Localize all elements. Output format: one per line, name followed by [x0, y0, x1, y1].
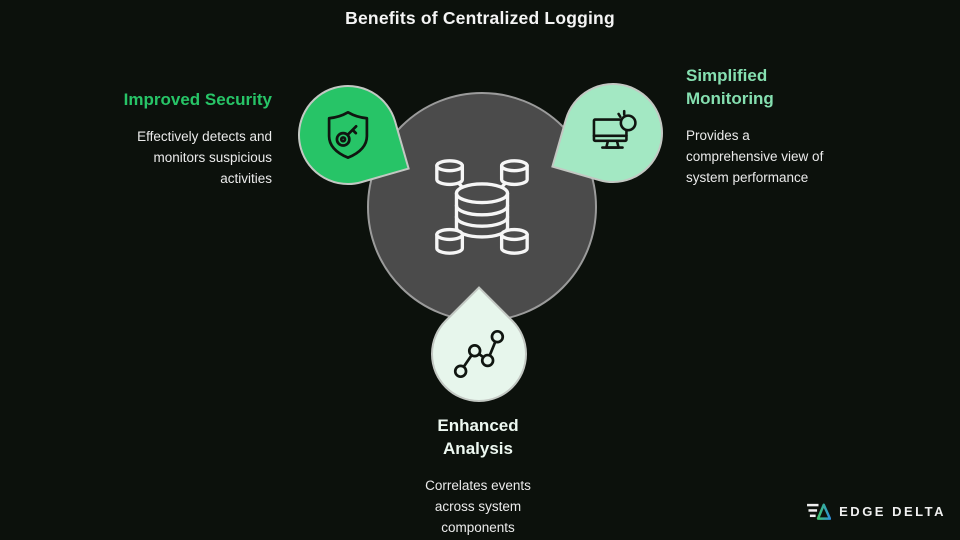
edge-delta-logo: EDGE DELTA: [806, 501, 946, 522]
edge-delta-logo-text: EDGE DELTA: [839, 504, 946, 519]
node-simplified-monitoring: [551, 71, 675, 195]
heading-enhanced-analysis: Enhanced Analysis: [437, 416, 519, 458]
desc-simplified-monitoring: Provides a comprehensive view of system …: [686, 128, 824, 185]
page-title: Benefits of Centralized Logging: [345, 8, 615, 28]
monitor-alert-icon: [585, 105, 641, 161]
edge-delta-logo-icon: [806, 501, 832, 522]
text-block-simplified-monitoring: Simplified Monitoring Provides a compreh…: [686, 64, 900, 188]
trend-scatter-icon: [452, 327, 506, 381]
text-block-improved-security: Improved Security Effectively detects an…: [40, 88, 272, 189]
desc-improved-security: Effectively detects and monitors suspici…: [137, 129, 272, 186]
distributed-database-icon: [423, 153, 541, 261]
heading-improved-security: Improved Security: [123, 90, 272, 109]
text-block-enhanced-analysis: Enhanced Analysis Correlates events acro…: [368, 414, 588, 538]
shield-key-icon: [321, 107, 375, 163]
desc-enhanced-analysis: Correlates events across system componen…: [425, 478, 531, 535]
node-improved-security: [286, 73, 410, 197]
heading-simplified-monitoring: Simplified Monitoring: [686, 66, 774, 108]
central-hub-circle: [367, 92, 597, 322]
node-enhanced-analysis: [411, 286, 547, 422]
